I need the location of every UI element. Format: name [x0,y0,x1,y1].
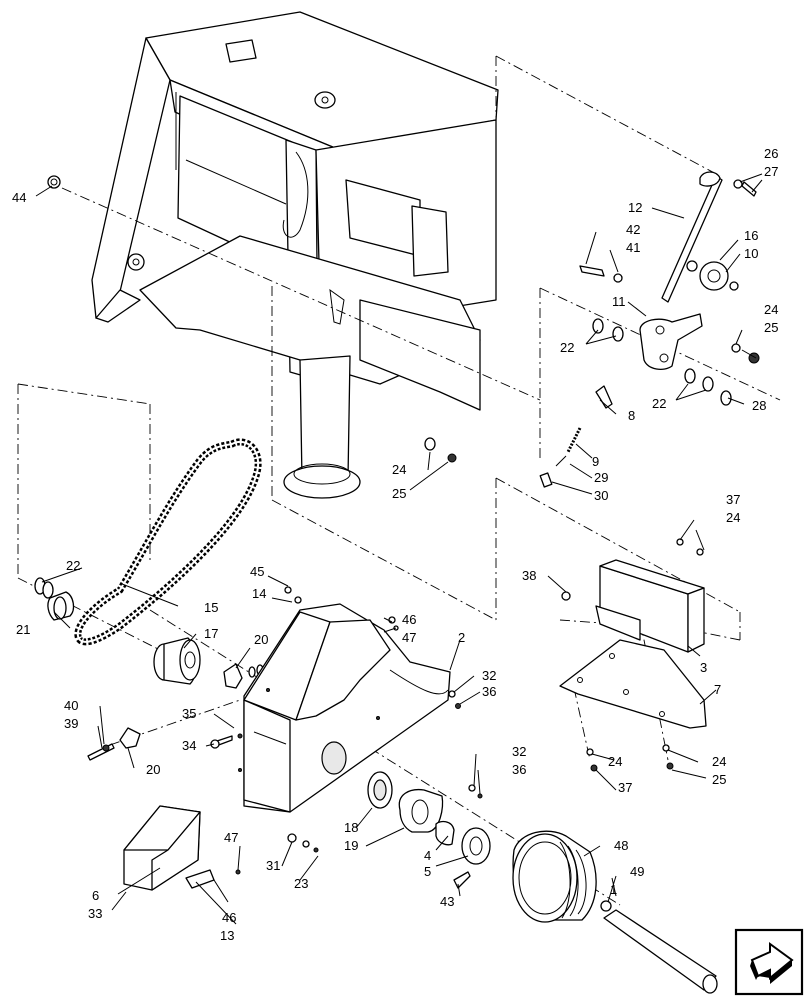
callout-23: 23 [294,876,308,891]
callout-21: 21 [16,622,30,637]
callout-45: 45 [250,564,264,579]
callout-43: 43 [440,894,454,909]
callout-24a: 24 [392,462,406,477]
callout-39: 39 [64,716,78,731]
callout-4: 4 [424,848,431,863]
callout-46a: 46 [402,612,416,627]
callout-40: 40 [64,698,78,713]
callout-32b: 32 [512,744,526,759]
bracket-plate [284,538,707,772]
callout-11: 11 [612,294,626,309]
callout-27: 27 [764,164,778,179]
callout-24d: 24 [712,754,726,769]
callout-37a: 37 [726,492,740,507]
callout-42: 42 [626,222,640,237]
callout-47a: 47 [402,630,416,645]
callout-22b: 22 [560,340,574,355]
callout-7: 7 [714,682,721,697]
drive-chain [74,438,262,646]
callout-16: 16 [744,228,758,243]
callout-32a: 32 [482,668,496,683]
callout-46b: 46 [222,910,236,925]
idler-arm-assembly [424,171,760,488]
callout-38: 38 [522,568,536,583]
callout-20a: 20 [254,632,268,647]
main-frame [91,11,499,499]
guard-cover [123,805,241,891]
callout-48: 48 [614,838,628,853]
callout-17: 17 [204,626,218,641]
callout-5: 5 [424,864,431,879]
callout-36a: 36 [482,684,496,699]
callout-22c: 22 [652,396,666,411]
callout-33: 33 [88,906,102,921]
callout-1: 1 [610,882,617,897]
callout-25b: 25 [764,320,778,335]
callout-26: 26 [764,146,778,161]
callout-29: 29 [594,470,608,485]
callout-labels: 1 2 3 4 5 6 7 8 9 10 11 12 13 14 15 16 1… [12,146,778,943]
callout-44: 44 [12,190,26,205]
leader-lines [35,173,763,925]
callout-6: 6 [92,888,99,903]
bearing-stack [287,690,718,994]
callout-49: 49 [630,864,644,879]
callout-25c: 25 [712,772,726,787]
callout-18: 18 [344,820,358,835]
callout-31: 31 [266,858,280,873]
callout-24e: 24 [764,302,778,317]
callout-24b: 24 [726,510,740,525]
callout-13: 13 [220,928,234,943]
arrow-next-icon[interactable] [734,928,804,996]
callout-12: 12 [628,200,642,215]
callout-3: 3 [700,660,707,675]
callout-34: 34 [182,738,196,753]
callout-22a: 22 [66,558,80,573]
callout-20b: 20 [146,762,160,777]
callout-24c: 24 [608,754,622,769]
callout-15: 15 [204,600,218,615]
callout-47b: 47 [224,830,238,845]
callout-10: 10 [744,246,758,261]
callout-41: 41 [626,240,640,255]
callout-25a: 25 [392,486,406,501]
callout-14: 14 [252,586,266,601]
callout-19: 19 [344,838,358,853]
callout-9: 9 [592,454,599,469]
callout-36b: 36 [512,762,526,777]
chain-shield [238,603,451,813]
callout-2: 2 [458,630,465,645]
callout-30: 30 [594,488,608,503]
callout-8: 8 [628,408,635,423]
callout-35: 35 [182,706,196,721]
callout-28: 28 [752,398,766,413]
callout-37b: 37 [618,780,632,795]
